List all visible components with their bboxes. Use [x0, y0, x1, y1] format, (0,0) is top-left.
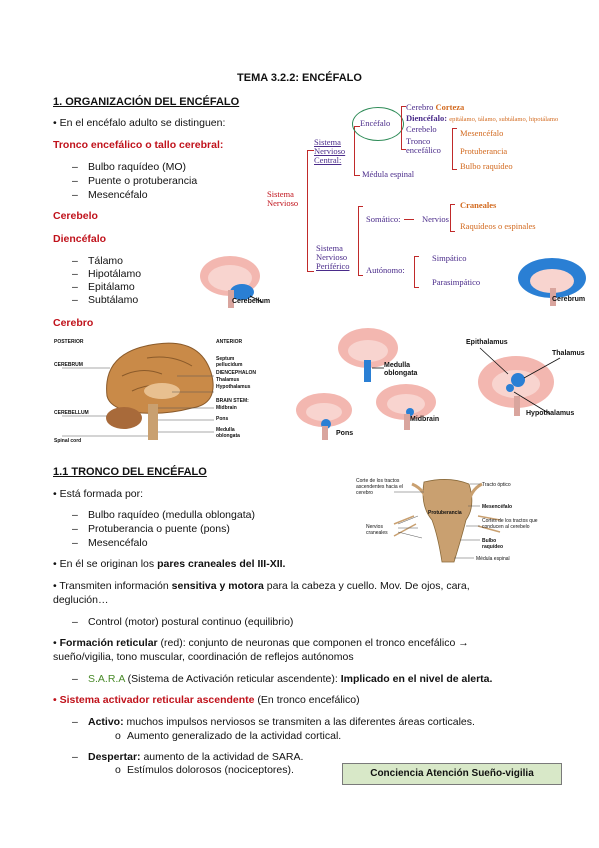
sag-cerebellum-label: CEREBELLUM [54, 410, 89, 416]
diagram-cerebro: Cerebro Corteza [406, 102, 465, 112]
intro-text: • En el encéfalo adulto se distinguen: [53, 117, 226, 129]
sistema-text: • Sistema activador reticular ascendente… [53, 694, 360, 706]
bs-label-2: Tracto óptico [482, 482, 511, 488]
brainstem-image: Corte de los tractos ascendentes hacia e… [354, 476, 544, 566]
cerebro-heading: Cerebro [53, 317, 94, 329]
list-item: –Mesencéfalo [72, 189, 148, 201]
list-item: –Mesencéfalo [72, 537, 148, 549]
sag-cerebrum-label: CEREBRUM [54, 362, 83, 368]
diagram-diencefalo: Diencéfalo: epitálamo, tálamo, subtálamo… [406, 113, 559, 124]
bracket-nervios [450, 204, 455, 232]
despertar-text: –Despertar: aumento de la actividad de S… [72, 751, 304, 763]
sag-pons-label: Pons [216, 416, 229, 422]
diagram-bulbo: Bulbo raquídeo [460, 161, 513, 171]
connector-line [404, 219, 414, 220]
cerebellum-brain-image: Cerebellum [190, 252, 274, 312]
bs-label-7: Bulbo raquídeo [482, 538, 504, 550]
sag-midbrain-label: Midbrain [216, 405, 237, 411]
pons-brain-image: Pons [292, 390, 372, 442]
sag-dien-label: DIENCEPHALON [216, 370, 257, 376]
diagram-autonomo: Autónomo: [366, 265, 405, 275]
diagram-mesencefalo: Mesencéfalo [460, 128, 504, 138]
conciencia-box: Conciencia Atención Sueño-vigilia [342, 763, 562, 785]
bs-label-8: Médula espinal [476, 556, 510, 562]
bs-label-4: Mesencéfalo [482, 504, 513, 510]
diagram-simpatico: Simpático [432, 253, 467, 263]
encefalo-highlight-circle [352, 107, 404, 141]
list-item: –Subtálamo [72, 294, 139, 306]
cerebrum-brain-image: Cerebrum [510, 254, 596, 312]
thalamus-label: Thalamus [552, 350, 585, 357]
sag-brainstem-label: BRAIN STEM: [216, 398, 249, 404]
sag-spinal-label: Spinal cord [54, 438, 82, 444]
sara-text: –S.A.R.A (Sistema de Activación reticula… [72, 673, 493, 685]
diagram-sistema-nervioso: Sistema Nervioso [267, 189, 299, 208]
bracket-autonomo [414, 256, 419, 288]
epithalamus-label: Epithalamus [466, 339, 508, 346]
diagram-tronco: Tronco encefálico [406, 136, 441, 155]
cerebelo-heading: Cerebelo [53, 210, 98, 222]
diagram-encefalo: Encéfalo [360, 118, 391, 128]
bs-label-5: Nervios craneales [366, 524, 388, 536]
list-item: –Control (motor) postural continuo (equi… [72, 616, 294, 628]
sagittal-brain-image: POSTERIOR ANTERIOR CEREBRUM CEREBELLUM S… [52, 336, 288, 446]
pons-label: Pons [336, 430, 354, 437]
diencephalon-brain-image: Epithalamus Thalamus Hypothalamus [460, 336, 596, 428]
midbrain-brain-image: Midbrain [372, 380, 462, 436]
list-item: –Bulbo raquídeo (MO) [72, 161, 187, 173]
diagram-raquideos: Raquídeos o espinales [460, 221, 536, 231]
diencefalo-heading: Diencéfalo [53, 233, 107, 245]
bracket-encefalo [401, 106, 406, 150]
list-item: –Protuberancia o puente (pons) [72, 523, 230, 535]
bs-label-3: Protuberancia [428, 510, 462, 516]
transmite-text: • Transmiten información sensitiva y mot… [53, 580, 470, 592]
sag-medulla-label: Medulla oblongata [216, 427, 240, 439]
medulla-brain-image: Medulla oblongata [328, 324, 418, 386]
section-heading-tronco: 1.1 TRONCO DEL ENCÉFALO [53, 466, 207, 478]
bracket-tronco [452, 128, 457, 170]
diagram-protuberancia: Protuberancia [460, 146, 508, 156]
sag-hypo-label: Hypothalamus [216, 384, 251, 390]
midbrain-label: Midbrain [410, 416, 440, 423]
sag-posterior-label: POSTERIOR [54, 339, 84, 345]
sag-thalamus-label: Thalamus [216, 377, 240, 383]
activo-text: –Activo: muchos impulsos nerviosos se tr… [72, 716, 475, 728]
pares-text: • En él se originan los pares craneales … [53, 558, 286, 570]
diagram-medula: Médula espinal [362, 169, 415, 179]
list-item: –Hipotálamo [72, 268, 142, 280]
cerebellum-label: Cerebellum [232, 298, 271, 305]
bracket-periferico [358, 206, 363, 276]
formacion-text-2: sueño/vigilia, tono muscular, coordinaci… [53, 651, 354, 663]
formada-text: • Está formada por: [53, 488, 144, 500]
diagram-central: Sistema Nervioso Central: [314, 137, 346, 165]
section-heading-organizacion: 1. ORGANIZACIÓN DEL ENCÉFALO [53, 96, 240, 108]
formacion-text: • Formación reticular (red): conjunto de… [53, 637, 469, 649]
list-item: –Tálamo [72, 255, 124, 267]
list-item: –Epitálamo [72, 281, 135, 293]
diagram-parasimpatico: Parasimpático [432, 277, 481, 287]
list-item: –Puente o protuberancia [72, 175, 198, 187]
hypothalamus-label: Hypothalamus [526, 410, 575, 417]
bs-label-1: Corte de los tractos ascendentes hacia e… [356, 478, 403, 496]
bs-label-6: Cortes de los tractos que conducen al ce… [482, 518, 538, 530]
diagram-craneales: Craneales [460, 200, 497, 210]
tronco-heading: Tronco encefálico o tallo cerebral: [53, 139, 224, 151]
diagram-nervios: Nervios [422, 214, 449, 224]
list-item: –Bulbo raquídeo (medulla oblongata) [72, 509, 255, 521]
bracket-main [307, 150, 314, 272]
deglucion-text: deglución… [53, 594, 109, 606]
diagram-cerebelo: Cerebelo [406, 124, 437, 134]
sag-septum-label: Septum pellucidum [216, 356, 243, 368]
nervous-system-diagram: Sistema Nervioso Sistema Nervioso Centra… [262, 98, 599, 318]
page-title: TEMA 3.2.2: ENCÉFALO [237, 72, 362, 84]
sag-anterior-label: ANTERIOR [216, 339, 243, 345]
medulla-label: Medulla oblongata [384, 362, 418, 377]
cerebrum-label: Cerebrum [552, 296, 586, 303]
diagram-somatico: Somático: [366, 214, 401, 224]
